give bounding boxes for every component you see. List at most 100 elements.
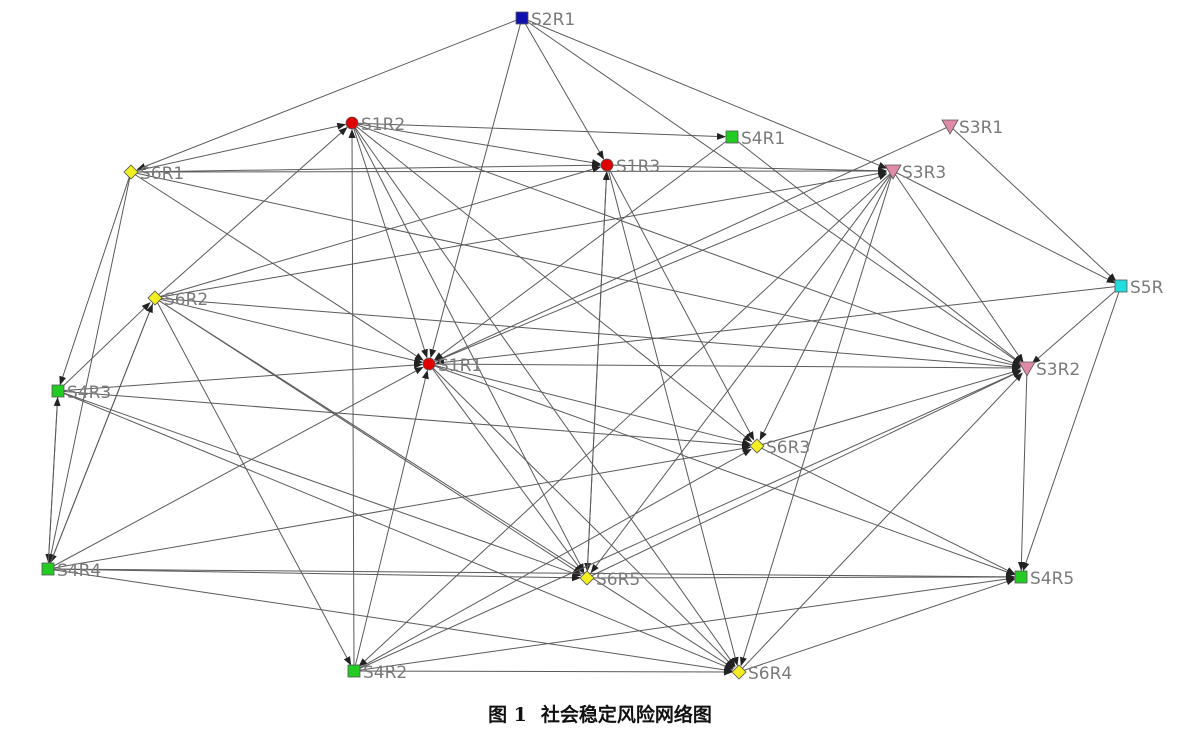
figure-number: 图 1 xyxy=(488,704,527,726)
node-label-s6r3: S6R3 xyxy=(766,438,810,458)
edge-S1R2-to-S1R1 xyxy=(351,122,428,359)
edge-S6R3-to-S4R5 xyxy=(756,445,1016,575)
figure-title: 社会稳定风险网络图 xyxy=(540,704,712,726)
edge-S6R2-to-S6R4 xyxy=(154,297,734,669)
edge-S6R1-to-S4R4 xyxy=(47,171,132,564)
edge-S4R3-to-S6R4 xyxy=(57,390,734,670)
node-marker-s6r1 xyxy=(123,164,139,180)
edge-S4R2-to-S1R1 xyxy=(353,369,429,672)
node-marker-s6r5 xyxy=(579,570,595,586)
node-s2r1[interactable]: S2R1 xyxy=(515,10,575,30)
edge-S6R2-to-S1R1 xyxy=(154,297,424,364)
edge-S4R4-to-S6R5 xyxy=(47,568,581,582)
edge-S4R2-to-S6R3 xyxy=(353,448,752,672)
node-s3r3[interactable]: S3R3 xyxy=(884,163,946,183)
edge-S3R3-to-S5R xyxy=(892,170,1116,284)
node-marker-s1r1 xyxy=(422,357,436,371)
node-label-s6r4: S6R4 xyxy=(748,664,792,684)
node-s6r5[interactable]: S6R5 xyxy=(579,570,640,590)
edge-S4R1-to-S3R2 xyxy=(731,136,1023,365)
node-marker-s2r1 xyxy=(515,11,529,25)
edge-S3R3-to-S6R3 xyxy=(759,170,894,441)
node-label-s4r4: S4R4 xyxy=(57,561,101,581)
node-marker-s1r2 xyxy=(345,116,359,130)
edges-layer xyxy=(45,17,1122,676)
node-label-s6r2: S6R2 xyxy=(164,290,208,310)
node-marker-s3r1 xyxy=(941,119,959,135)
edge-S5R-to-S4R5 xyxy=(1022,285,1122,572)
node-marker-s4r4 xyxy=(41,562,55,576)
node-label-s4r1: S4R1 xyxy=(741,129,785,149)
edge-S2R1-to-S1R3 xyxy=(521,17,605,160)
edge-S6R3-to-S3R2 xyxy=(756,368,1022,447)
edge-S6R1-to-S4R3 xyxy=(59,171,132,386)
edge-S3R1-to-S1R1 xyxy=(434,125,951,362)
node-label-s5r: S5R xyxy=(1130,278,1164,298)
node-s4r2[interactable]: S4R2 xyxy=(347,663,407,683)
edge-S3R3-to-S3R2 xyxy=(892,170,1024,364)
node-s3r2[interactable]: S3R2 xyxy=(1018,360,1080,380)
edge-S6R2-to-S1R3 xyxy=(154,165,602,299)
edge-S6R1-to-S1R2 xyxy=(130,122,347,173)
edge-S4R4-to-S6R2 xyxy=(47,303,153,570)
edge-S4R3-to-S1R1 xyxy=(57,361,423,392)
edge-S6R1-to-S1R3 xyxy=(130,161,601,173)
node-label-s1r2: S1R2 xyxy=(361,115,405,135)
edge-S2R1-to-S3R3 xyxy=(521,17,888,169)
node-s6r3[interactable]: S6R3 xyxy=(749,438,810,458)
edge-S1R2-to-S1R3 xyxy=(351,122,602,167)
node-s4r5[interactable]: S4R5 xyxy=(1014,569,1074,589)
node-marker-s3r3 xyxy=(884,164,902,180)
node-s5r[interactable]: S5R xyxy=(1114,278,1164,298)
node-marker-s4r5 xyxy=(1014,570,1028,584)
node-label-s6r1: S6R1 xyxy=(140,164,184,184)
node-s6r1[interactable]: S6R1 xyxy=(123,164,184,184)
edge-S6R4-to-S3R2 xyxy=(738,372,1023,673)
node-s4r4[interactable]: S4R4 xyxy=(41,561,101,581)
node-s6r2[interactable]: S6R2 xyxy=(147,290,208,310)
node-marker-s1r3 xyxy=(600,158,614,172)
edge-S1R1-to-S6R3 xyxy=(428,363,752,446)
edge-S3R3-to-S6R5 xyxy=(590,170,894,574)
edge-S4R2-to-S6R4 xyxy=(353,668,733,676)
node-s4r3[interactable]: S4R3 xyxy=(51,383,111,403)
edge-S1R1-to-S3R3 xyxy=(428,173,888,365)
node-s1r3[interactable]: S1R3 xyxy=(600,157,660,177)
edge-S6R2-to-S3R3 xyxy=(154,170,888,299)
edge-S2R1-to-S1R1 xyxy=(429,17,523,359)
edge-S1R1-to-S3R2 xyxy=(428,363,1021,372)
edge-S5R-to-S1R1 xyxy=(435,285,1122,366)
node-label-s4r5: S4R5 xyxy=(1030,569,1074,589)
edge-S4R4-to-S1R1 xyxy=(47,366,424,570)
edge-S6R2-to-S4R2 xyxy=(154,297,352,666)
node-label-s4r3: S4R3 xyxy=(67,383,111,403)
node-s3r1[interactable]: S3R1 xyxy=(941,118,1003,138)
edge-S6R2-to-S3R2 xyxy=(154,297,1021,371)
figure-caption: 图 1 社会稳定风险网络图 xyxy=(0,700,1200,727)
edge-S4R1-to-S1R1 xyxy=(433,136,733,361)
edge-S4R3-to-S6R5 xyxy=(57,390,582,577)
node-marker-s6r2 xyxy=(147,290,163,306)
edge-S1R2-to-S6R3 xyxy=(351,122,753,443)
node-marker-s3r2 xyxy=(1018,361,1036,377)
node-s6r4[interactable]: S6R4 xyxy=(731,664,792,684)
edge-S4R4-to-S6R3 xyxy=(47,445,752,570)
edge-S4R3-to-S6R2 xyxy=(57,302,151,392)
edge-S6R1-to-S1R1 xyxy=(130,171,424,361)
edge-S3R1-to-S5R xyxy=(949,125,1117,282)
node-label-s1r1: S1R1 xyxy=(438,356,482,376)
edge-S1R1-to-S4R5 xyxy=(428,363,1016,576)
edge-S6R5-to-S1R3 xyxy=(586,171,610,579)
edge-S1R1-to-S6R4 xyxy=(428,363,735,668)
edge-S1R3-to-S3R3 xyxy=(606,164,887,175)
node-s1r2[interactable]: S1R2 xyxy=(345,115,405,135)
node-marker-s4r1 xyxy=(725,130,739,144)
node-s4r1[interactable]: S4R1 xyxy=(725,129,785,149)
node-marker-s6r4 xyxy=(731,664,747,680)
node-marker-s6r3 xyxy=(749,438,765,454)
node-s1r1[interactable]: S1R1 xyxy=(422,356,482,376)
edge-S4R3-to-S6R3 xyxy=(57,390,751,449)
node-label-s4r2: S4R2 xyxy=(363,663,407,683)
edge-S4R2-to-S1R2 xyxy=(348,129,356,672)
